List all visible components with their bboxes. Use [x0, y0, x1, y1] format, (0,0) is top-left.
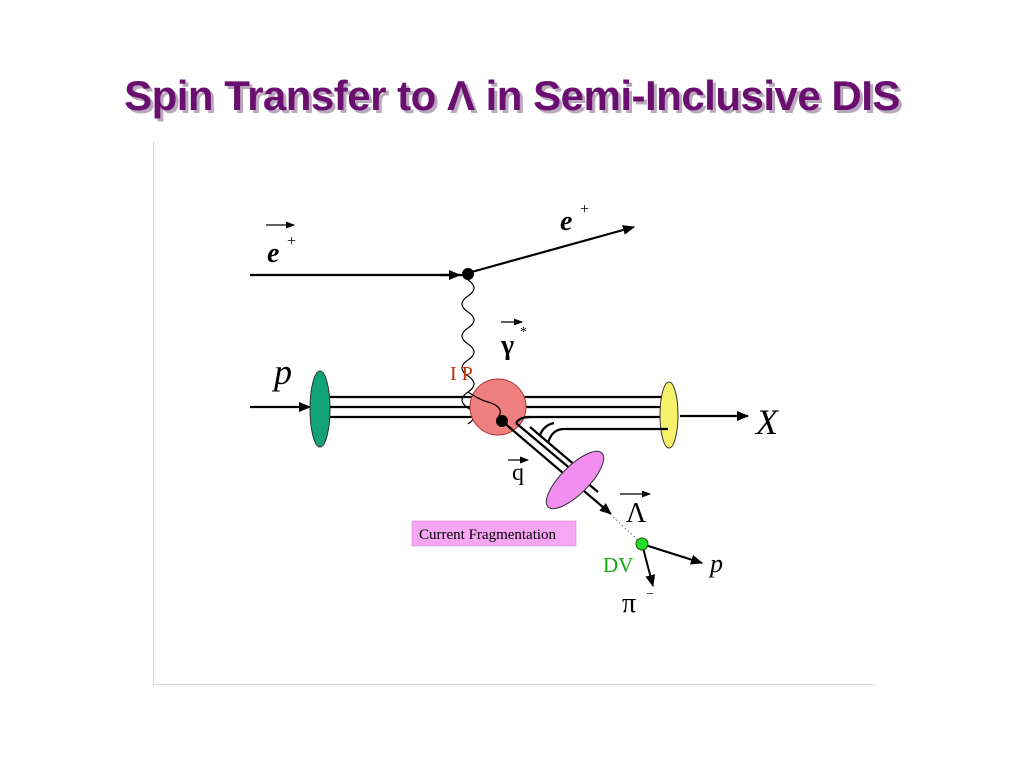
fragmentation-box-label: Current Fragmentation: [419, 527, 557, 543]
pion-line: [641, 543, 656, 587]
incoming-positron-label: e: [267, 238, 279, 269]
outgoing-positron-line: [467, 225, 635, 275]
quark-hook-1: [515, 415, 531, 424]
remnant-ellipse: [659, 381, 679, 449]
proton-ellipse: [309, 370, 331, 448]
proton-label: p: [271, 352, 292, 392]
outgoing-positron-charge: +: [580, 201, 589, 218]
pion-label: π: [622, 588, 636, 619]
photon-star: *: [520, 325, 527, 340]
quark-hook-3: [538, 421, 555, 436]
outgoing-positron-label: e: [560, 206, 572, 237]
remnant-label: X: [754, 402, 780, 442]
photon-label: γ: [500, 330, 514, 361]
quark-label: q: [512, 460, 524, 486]
fragmentation-ellipse: [545, 450, 605, 510]
quark-line-1: [501, 420, 612, 515]
photon-line: [461, 279, 475, 425]
decay-proton-line: [641, 543, 703, 565]
electron-vertex: [462, 268, 474, 280]
pion-charge: −: [646, 587, 654, 602]
slide-title: Spin Transfer to Λ in Semi-Inclusive DIS: [124, 72, 900, 119]
fragmentation-box: [411, 520, 577, 547]
quark-hook-2: [546, 427, 668, 444]
interaction-point-label: I P: [450, 363, 473, 385]
decay-vertex: [635, 537, 649, 551]
decay-vertex-label: DV: [603, 553, 633, 577]
incoming-positron-charge: +: [287, 233, 296, 250]
diagram-frame: [153, 141, 876, 685]
lambda-label: Λ: [626, 498, 647, 529]
decay-proton-label: p: [708, 549, 723, 578]
